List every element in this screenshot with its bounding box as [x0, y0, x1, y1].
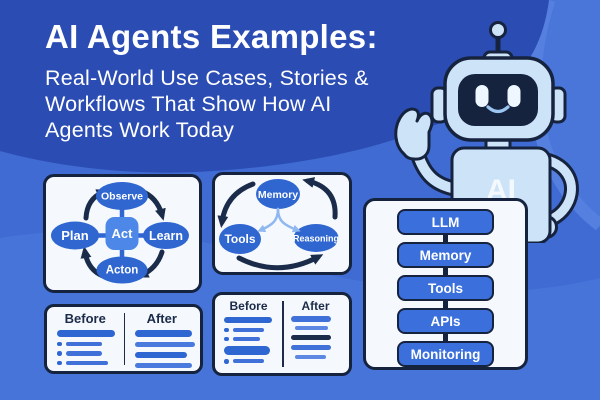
stack-connector	[443, 235, 448, 242]
reasoning-loop-diagram: Memory Tools Reasoning	[217, 177, 339, 271]
stack-item-tools: Tools	[397, 275, 494, 301]
node-memory	[256, 179, 300, 209]
text-bar	[291, 344, 331, 350]
agent-loop-panel: Observe Plan Learn Act Acton	[43, 174, 202, 293]
bullet-dot	[224, 336, 229, 341]
node-plan	[51, 221, 99, 250]
node-observe-label: Observe	[101, 191, 143, 203]
stack-item-monitoring: Monitoring	[397, 341, 494, 367]
subtitle-line-2: Workflows That Show How AI	[45, 92, 332, 116]
stack-connector	[443, 334, 448, 341]
node-tools	[219, 224, 261, 254]
bullet-dot	[57, 360, 62, 365]
node-act-center	[105, 217, 139, 250]
robot-eye-left	[475, 85, 489, 107]
robot-eye-right	[507, 85, 521, 107]
text-bar	[291, 316, 331, 322]
text-bar-dark	[291, 334, 331, 340]
before-column	[57, 330, 115, 365]
stack-connector	[443, 268, 448, 275]
fork-arrow-memory-tools	[257, 207, 280, 232]
robot-antenna-ball	[489, 21, 507, 39]
agent-loop-diagram: Observe Plan Learn Act Acton	[51, 182, 189, 284]
fork-arrow-memory-reasoning	[276, 207, 301, 233]
robot-right-arm	[536, 154, 576, 226]
node-reasoning-label: Reasoning	[293, 234, 339, 244]
subtitle-line-1: Real-World Use Cases, Stories &	[45, 66, 369, 90]
header: AI Agents Examples: Real-World Use Cases…	[45, 18, 378, 143]
robot-antenna-stem	[495, 36, 501, 60]
node-reasoning	[293, 224, 339, 252]
robot-waving-hand	[394, 107, 434, 161]
comparison-headers: Before After	[47, 311, 200, 326]
before-after-panel-1: Before After	[44, 304, 203, 374]
node-observe	[96, 182, 148, 210]
text-bar	[232, 327, 264, 332]
bullet-dot	[224, 327, 229, 332]
agent-stack: LLM Memory Tools APIs Monitoring	[366, 201, 525, 367]
agent-stack-panel: LLM Memory Tools APIs Monitoring	[363, 198, 528, 370]
text-bar	[232, 336, 260, 341]
background-top-right-swoosh	[533, 0, 600, 228]
before-after-panel-2: Before After	[212, 292, 352, 376]
after-header: After	[301, 299, 330, 313]
before-header: Before	[64, 311, 106, 326]
reasoning-loop-panel: Memory Tools Reasoning	[212, 172, 352, 275]
text-bar	[135, 351, 187, 358]
comparison-headers: Before After	[215, 299, 349, 313]
node-action-label: Acton	[106, 265, 139, 277]
stack-item-memory: Memory	[397, 242, 494, 268]
text-bar	[232, 359, 264, 364]
stack-item-llm: LLM	[397, 209, 494, 235]
node-memory-label: Memory	[258, 189, 298, 201]
bullet-dot	[57, 341, 62, 346]
text-bar	[135, 330, 192, 337]
stack-item-apis: APIs	[397, 308, 494, 334]
robot-smile	[486, 105, 510, 114]
node-act-label: Act	[112, 226, 134, 241]
bullet-dot	[224, 359, 229, 364]
text-bar	[135, 363, 192, 368]
node-learn-label: Learn	[149, 229, 183, 243]
text-bar	[57, 330, 115, 337]
node-tools-label: Tools	[224, 232, 255, 246]
cycle-arrow-tools-reasoning	[236, 254, 324, 271]
page-subtitle: Real-World Use Cases, Stories & Workflow…	[45, 65, 378, 143]
text-bar	[135, 341, 195, 347]
text-bar	[65, 351, 102, 356]
after-column	[291, 316, 331, 359]
cycle-arrow-memory-tools	[217, 181, 256, 228]
text-bar	[65, 360, 108, 365]
text-bar	[295, 354, 326, 359]
cycle-arrow-reasoning-memory	[302, 177, 338, 220]
subtitle-line-3: Agents Work Today	[45, 118, 235, 142]
column-divider	[282, 301, 284, 367]
node-action	[96, 256, 148, 284]
text-bar	[295, 326, 328, 330]
node-learn	[143, 222, 189, 249]
robot-face-screen	[458, 74, 538, 126]
page-title: AI Agents Examples:	[45, 18, 378, 55]
bullet-dot	[57, 351, 62, 356]
after-header: After	[146, 311, 177, 326]
node-plan-label: Plan	[61, 228, 89, 243]
before-header: Before	[229, 299, 268, 313]
column-divider	[123, 313, 125, 365]
text-bar	[224, 345, 270, 355]
before-column	[224, 317, 272, 364]
stack-connector	[443, 301, 448, 308]
after-column	[135, 330, 195, 368]
robot-left-arm	[413, 150, 461, 194]
text-bar	[224, 317, 272, 323]
text-bar	[65, 341, 102, 346]
